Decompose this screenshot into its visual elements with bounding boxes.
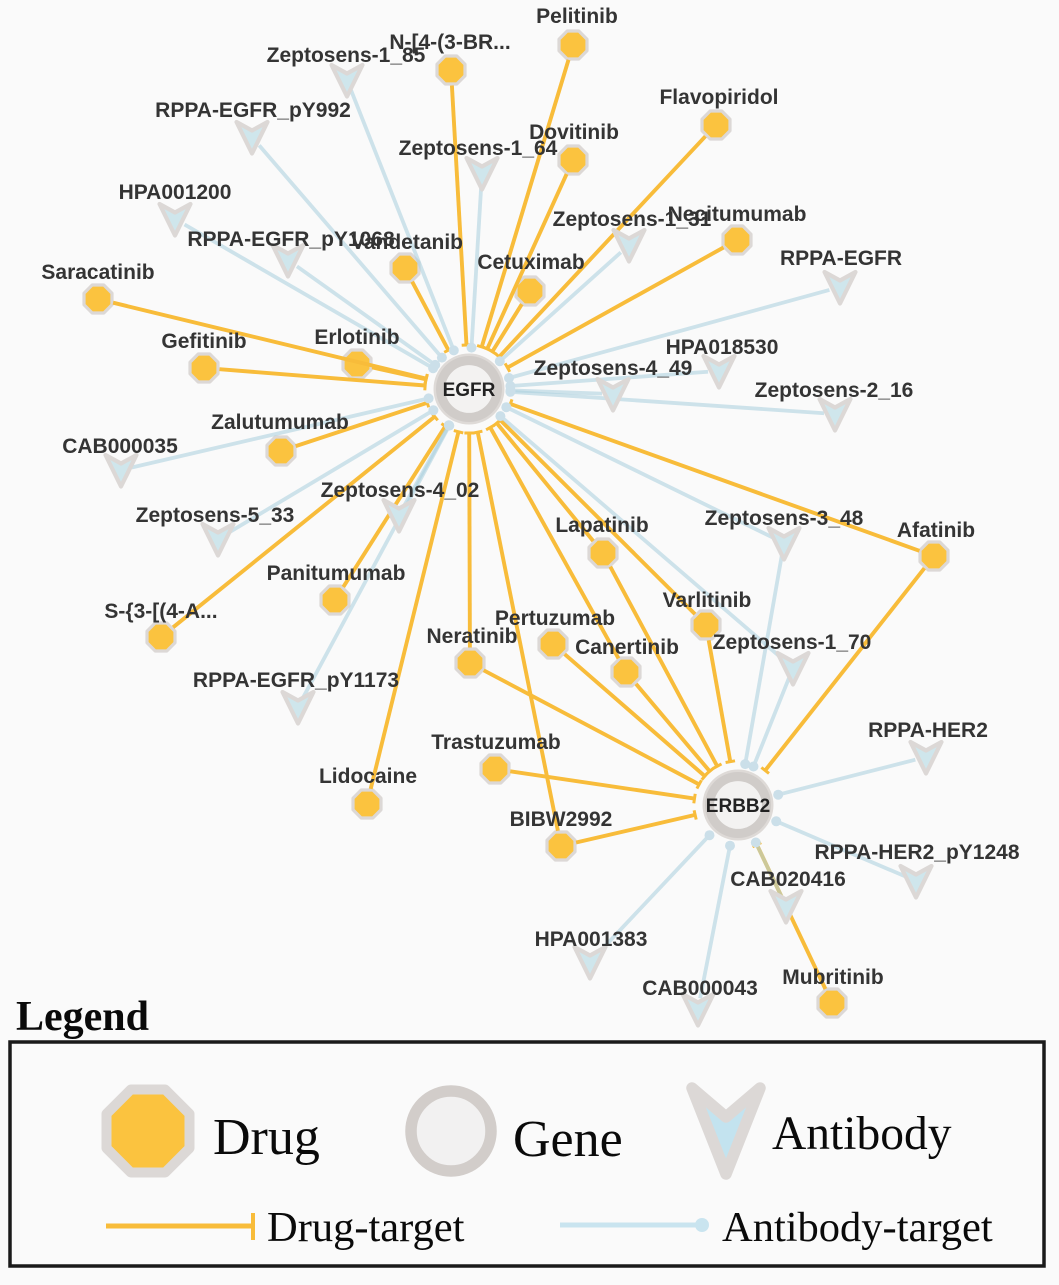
svg-text:Drug: Drug: [213, 1109, 320, 1166]
svg-text:Legend: Legend: [16, 994, 149, 1040]
svg-text:Mubritinib: Mubritinib: [782, 966, 883, 989]
svg-text:S-{3-[(4-A...: S-{3-[(4-A...: [104, 600, 217, 623]
svg-text:Zeptosens-4_02: Zeptosens-4_02: [321, 479, 480, 502]
svg-text:Saracatinib: Saracatinib: [41, 261, 154, 284]
svg-text:Neratinib: Neratinib: [426, 625, 517, 648]
svg-text:RPPA-EGFR_pY1068: RPPA-EGFR_pY1068: [187, 228, 395, 251]
svg-text:ERBB2: ERBB2: [706, 796, 770, 817]
svg-text:Zeptosens-2_16: Zeptosens-2_16: [755, 379, 914, 402]
svg-text:Gene: Gene: [513, 1111, 623, 1168]
svg-text:Trastuzumab: Trastuzumab: [431, 731, 561, 754]
svg-text:RPPA-EGFR: RPPA-EGFR: [780, 247, 902, 270]
svg-text:Zeptosens-5_33: Zeptosens-5_33: [136, 504, 295, 527]
svg-text:Zeptosens-1_70: Zeptosens-1_70: [713, 631, 872, 654]
svg-text:Lidocaine: Lidocaine: [319, 765, 417, 788]
svg-text:Zeptosens-1_64: Zeptosens-1_64: [399, 137, 558, 160]
svg-text:Zeptosens-4_49: Zeptosens-4_49: [534, 357, 693, 380]
svg-text:CAB000035: CAB000035: [62, 435, 178, 458]
svg-text:HPA001383: HPA001383: [535, 928, 648, 951]
svg-text:Varlitinib: Varlitinib: [663, 589, 752, 612]
svg-text:HPA018530: HPA018530: [666, 336, 779, 359]
svg-text:N-[4-(3-BR...: N-[4-(3-BR...: [389, 31, 510, 54]
svg-text:Lapatinib: Lapatinib: [555, 514, 648, 537]
svg-text:Drug-target: Drug-target: [267, 1204, 465, 1251]
svg-text:Vandetanib: Vandetanib: [351, 231, 463, 254]
svg-text:HPA001200: HPA001200: [119, 181, 232, 204]
svg-text:Canertinib: Canertinib: [575, 636, 679, 659]
svg-text:Cetuximab: Cetuximab: [477, 251, 584, 274]
svg-text:EGFR: EGFR: [443, 380, 496, 401]
svg-text:Antibody-target: Antibody-target: [722, 1204, 993, 1251]
svg-text:RPPA-EGFR_pY1173: RPPA-EGFR_pY1173: [193, 669, 399, 692]
svg-text:CAB000043: CAB000043: [642, 977, 758, 1000]
svg-text:Pertuzumab: Pertuzumab: [495, 607, 615, 630]
svg-text:Zeptosens-1_31: Zeptosens-1_31: [553, 208, 712, 231]
svg-text:Pelitinib: Pelitinib: [536, 5, 618, 28]
svg-text:Panitumumab: Panitumumab: [267, 562, 406, 585]
svg-text:Zeptosens-1_85: Zeptosens-1_85: [267, 44, 426, 67]
svg-text:RPPA-HER2: RPPA-HER2: [868, 719, 988, 742]
svg-text:Dovitinib: Dovitinib: [529, 121, 619, 144]
svg-text:Zalutumumab: Zalutumumab: [211, 411, 349, 434]
svg-text:Gefitinib: Gefitinib: [161, 330, 246, 353]
svg-text:Afatinib: Afatinib: [897, 519, 975, 542]
svg-text:Antibody: Antibody: [772, 1108, 952, 1160]
svg-text:RPPA-HER2_pY1248: RPPA-HER2_pY1248: [814, 841, 1019, 864]
svg-text:Erlotinib: Erlotinib: [314, 326, 399, 349]
svg-text:Zeptosens-3_48: Zeptosens-3_48: [705, 507, 864, 530]
svg-text:BIBW2992: BIBW2992: [510, 808, 613, 831]
svg-text:Necitumumab: Necitumumab: [668, 203, 807, 226]
svg-text:RPPA-EGFR_pY992: RPPA-EGFR_pY992: [155, 99, 351, 122]
svg-text:Flavopiridol: Flavopiridol: [659, 86, 778, 109]
svg-text:CAB020416: CAB020416: [730, 868, 846, 891]
